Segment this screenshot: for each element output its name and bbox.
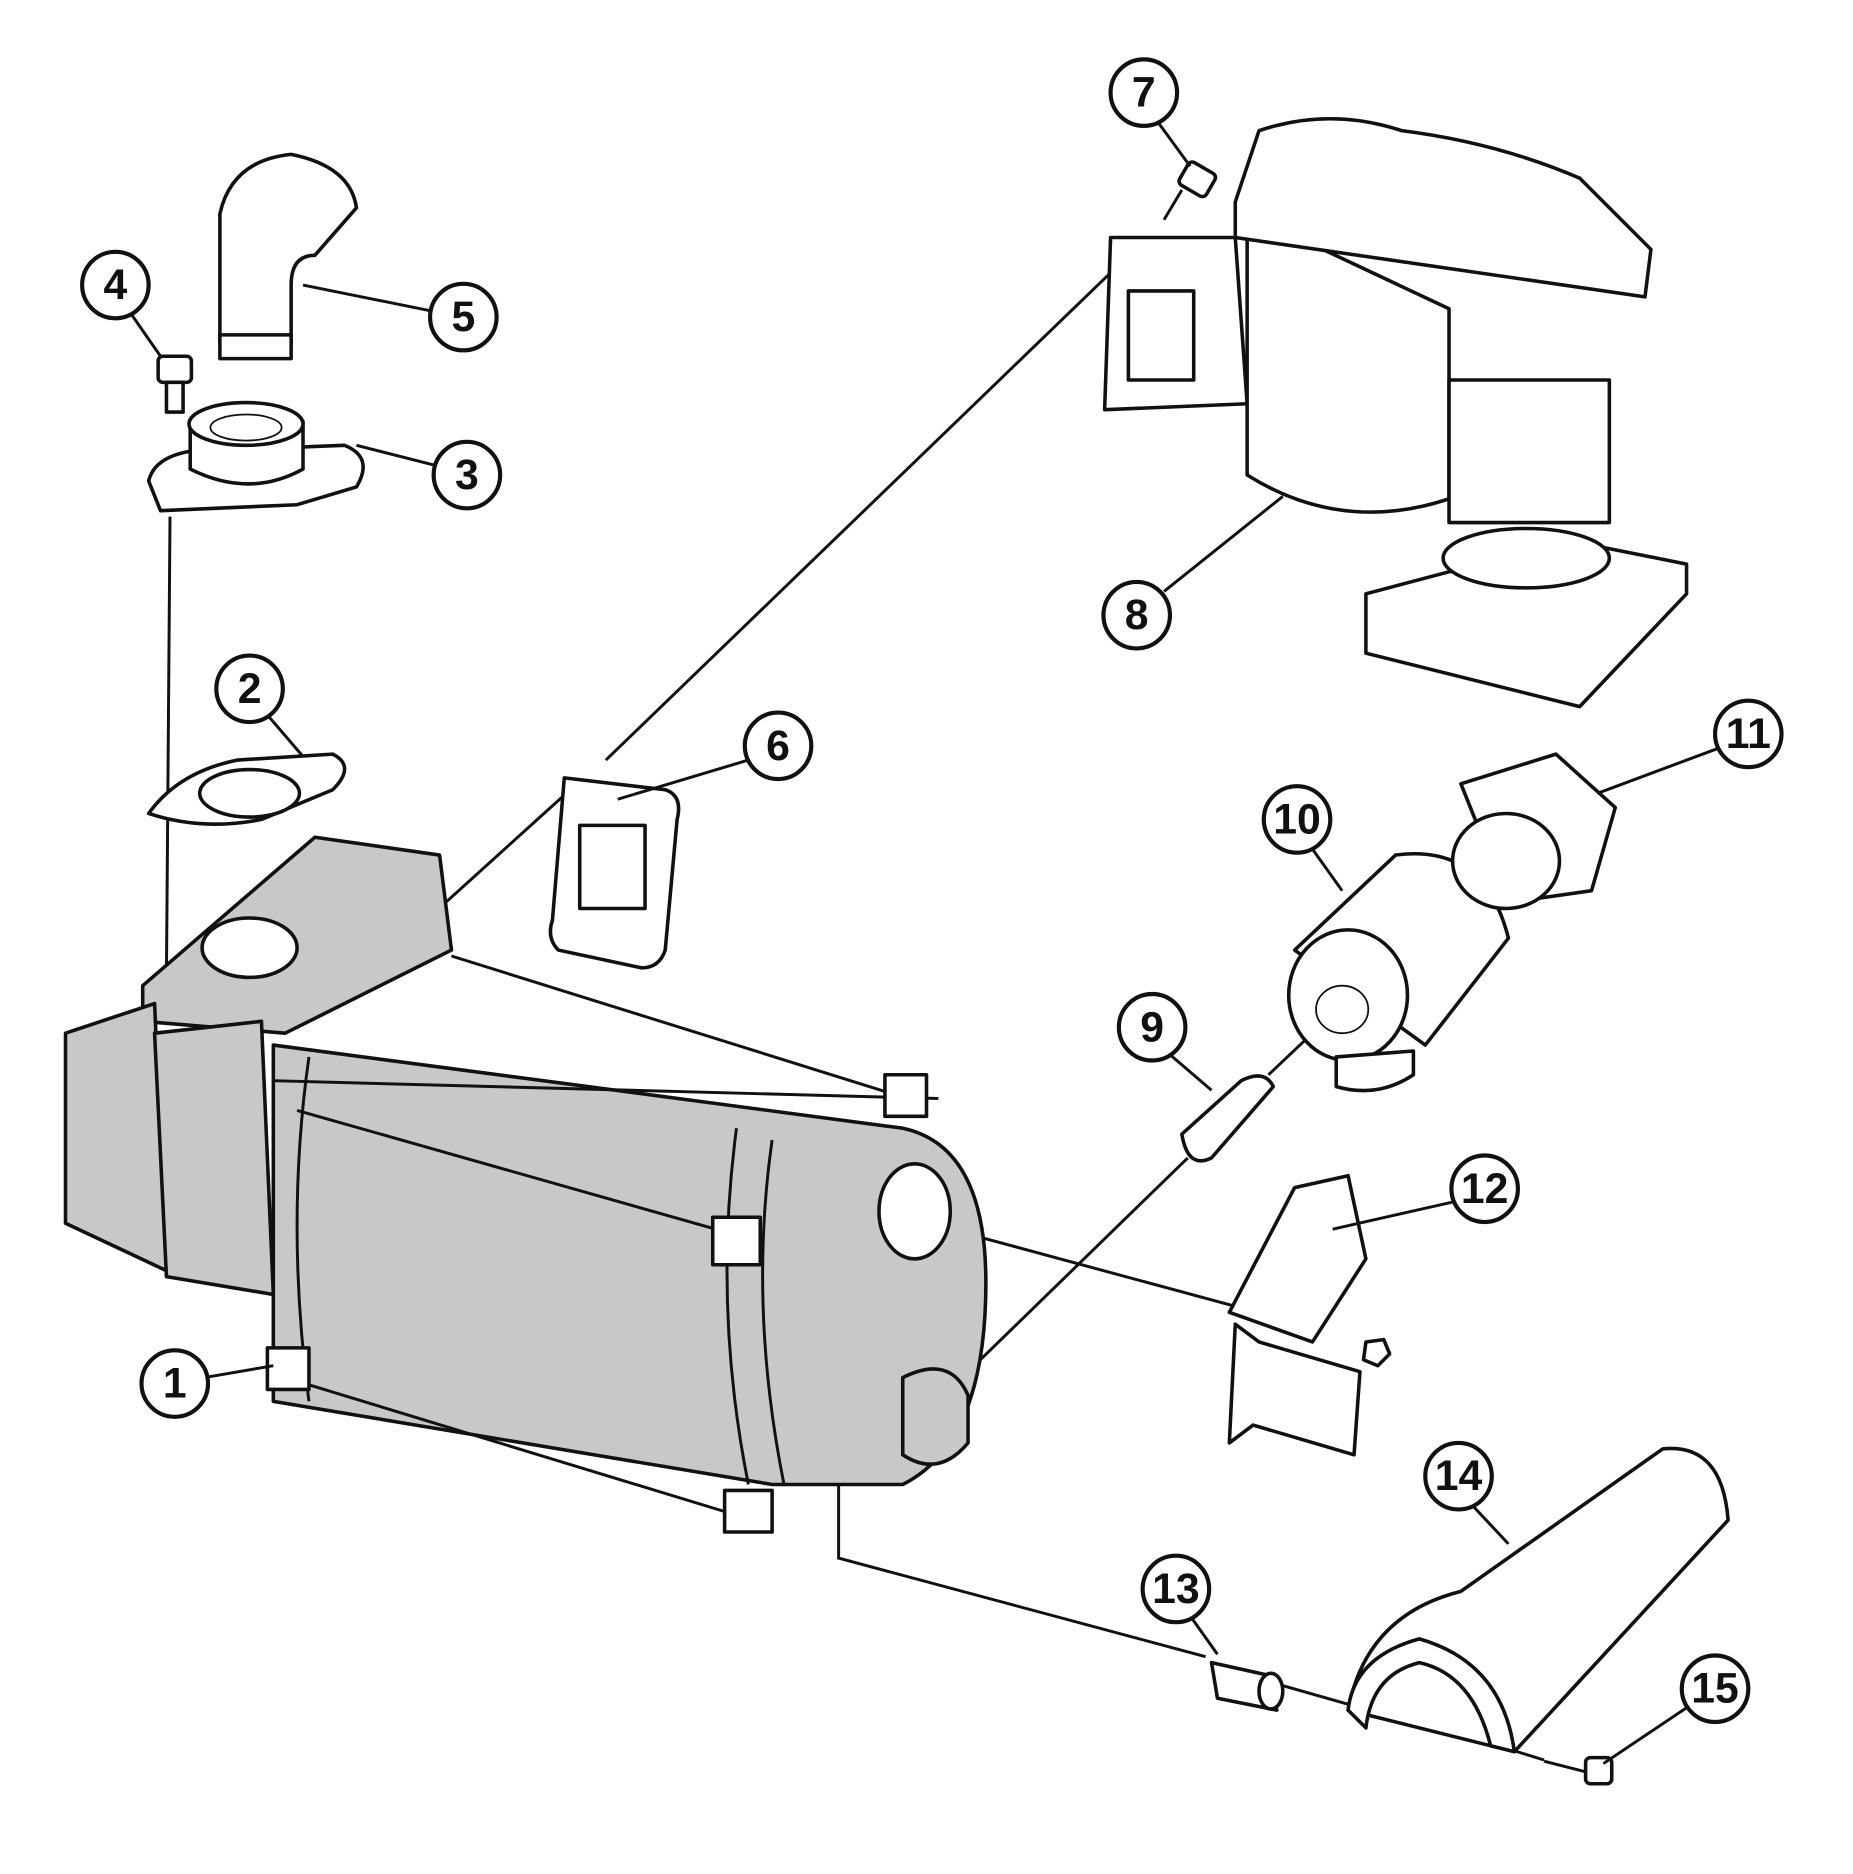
part-14-end-cover (1346, 1446, 1730, 1754)
svg-text:13: 13 (1152, 1565, 1200, 1613)
part-6-gasket (548, 776, 681, 970)
callout-5: 5 (428, 281, 499, 353)
part-15-screw (1543, 1755, 1614, 1786)
part-5-elbow (218, 152, 359, 361)
part-2-gasket (146, 752, 347, 826)
svg-text:11: 11 (1726, 710, 1771, 758)
svg-text:14: 14 (1435, 1452, 1483, 1500)
svg-text:15: 15 (1691, 1665, 1739, 1713)
svg-text:2: 2 (238, 665, 262, 713)
callout-7: 7 (1108, 57, 1180, 128)
callout-12: 12 (1449, 1153, 1520, 1225)
callout-13: 13 (1140, 1553, 1212, 1625)
callout-14: 14 (1423, 1440, 1494, 1512)
part-10-reducer (1286, 852, 1511, 1093)
svg-text:7: 7 (1132, 69, 1156, 117)
callout-4: 4 (80, 249, 151, 321)
part-11-bushing (1450, 752, 1618, 911)
svg-text:12: 12 (1461, 1165, 1509, 1213)
callout-2: 2 (214, 653, 285, 725)
callout-1: 1 (139, 1348, 211, 1419)
callout-15: 15 (1679, 1653, 1751, 1725)
part-12-bracket (1227, 1173, 1392, 1457)
part-8-strainer-housing (1102, 117, 1689, 709)
svg-text:9: 9 (1140, 1003, 1164, 1051)
svg-text:1: 1 (163, 1360, 187, 1408)
part-4-bolt (156, 354, 194, 414)
svg-text:5: 5 (451, 293, 475, 341)
callouts: 1 2 3 4 5 6 7 8 9 10 11 12 13 14 15 (80, 57, 1784, 1725)
part-7-screw (1162, 160, 1218, 221)
svg-text:6: 6 (766, 722, 790, 770)
part-1-motor-pump (63, 835, 988, 1534)
part-13-spacer (1209, 1660, 1285, 1712)
svg-text:3: 3 (455, 451, 479, 499)
callout-11: 11 (1712, 698, 1784, 770)
part-9-nipple (1180, 1074, 1276, 1163)
part-3-flange (146, 400, 365, 513)
svg-text:8: 8 (1125, 591, 1149, 639)
callout-9: 9 (1116, 991, 1188, 1063)
callout-10: 10 (1261, 784, 1333, 855)
callout-6: 6 (742, 710, 814, 782)
callout-3: 3 (431, 439, 503, 511)
svg-text:4: 4 (103, 261, 127, 309)
svg-text:10: 10 (1273, 795, 1321, 843)
callout-8: 8 (1101, 579, 1173, 651)
leader-lines (129, 121, 1720, 1765)
